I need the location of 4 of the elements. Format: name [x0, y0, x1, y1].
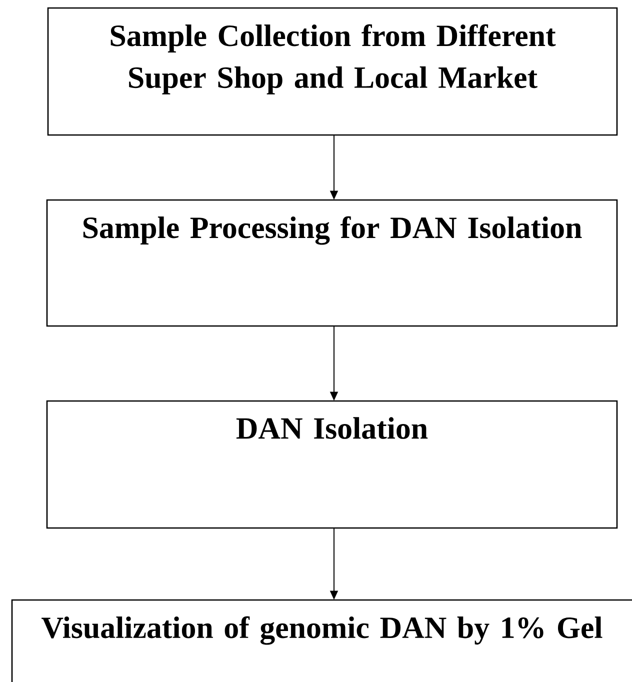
process-box: Sample Processing for DAN Isolation [46, 199, 618, 327]
process-box: Visualization of genomic DAN by 1% Gel [11, 599, 632, 682]
process-box: Sample Collection from Different Super Shop and Local Market [47, 7, 618, 136]
process-box: DAN Isolation [46, 400, 618, 529]
